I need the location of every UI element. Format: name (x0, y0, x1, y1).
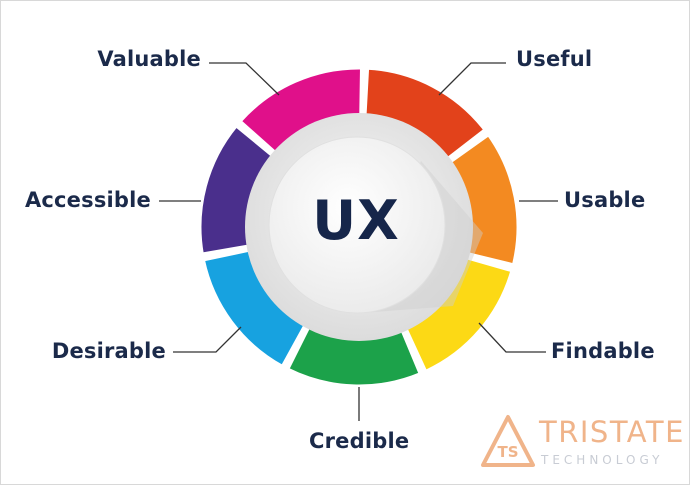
leader-lines (159, 62, 558, 421)
label-usable: Usable (564, 188, 646, 212)
logo-mark: TS (497, 443, 518, 461)
label-valuable: Valuable (97, 47, 201, 71)
segments-layer (198, 66, 520, 388)
logo-tagline: TECHNOLOGY (541, 453, 664, 467)
logo-triangle-icon: TS (481, 415, 535, 467)
tristate-logo: TS TRISTATE TECHNOLOGY (479, 413, 683, 473)
leader-line-findable (478, 322, 546, 353)
label-desirable: Desirable (51, 339, 166, 363)
label-findable: Findable (551, 339, 655, 363)
center-title: UX (312, 189, 400, 252)
center-disc (268, 136, 446, 314)
label-useful: Useful (516, 47, 593, 71)
logo-name: TRISTATE (539, 415, 685, 449)
label-credible: Credible (309, 429, 410, 453)
leader-line-desirable (173, 326, 242, 353)
leader-line-valuable (209, 62, 280, 96)
label-accessible: Accessible (24, 188, 151, 212)
leader-line-useful (438, 62, 506, 96)
